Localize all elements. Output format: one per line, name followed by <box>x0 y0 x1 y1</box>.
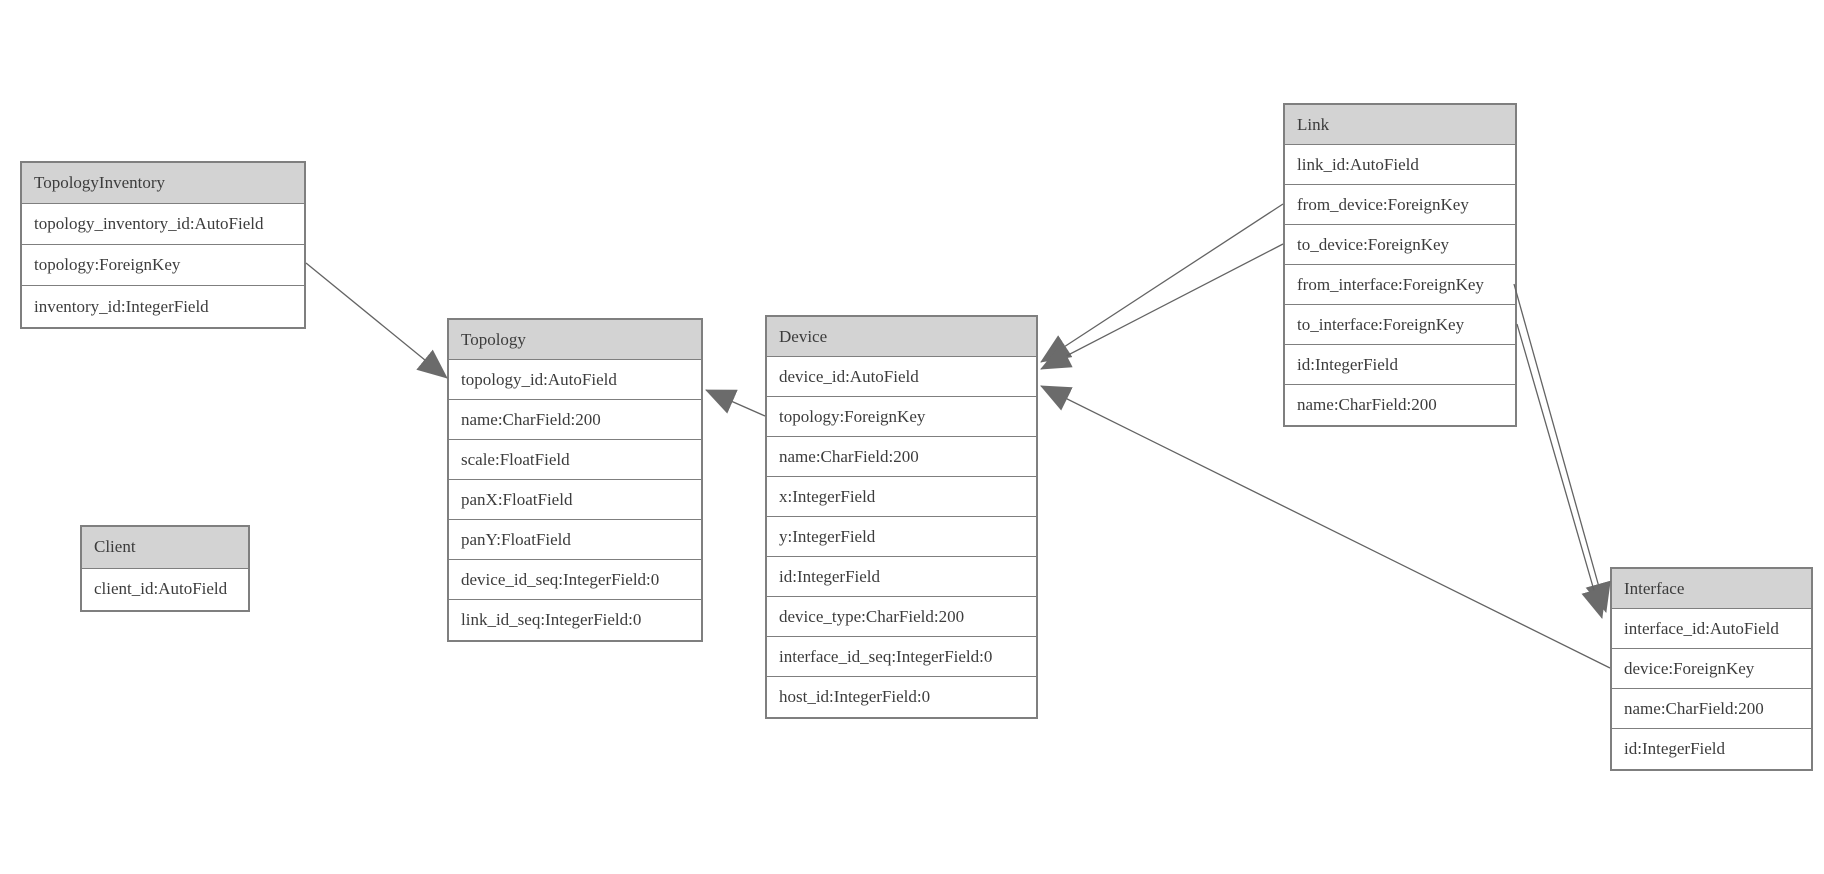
field-row: to_device:ForeignKey <box>1285 225 1515 265</box>
relationship-Link.to_interface-to-Interface <box>1516 323 1607 619</box>
relationship-Link.to_device-to-Device <box>1040 243 1284 370</box>
entity-title: Client <box>82 527 248 569</box>
field-row: name:CharField:200 <box>767 437 1036 477</box>
field-row: device_type:CharField:200 <box>767 597 1036 637</box>
field-row: interface_id:AutoField <box>1612 609 1811 649</box>
field-row: x:IntegerField <box>767 477 1036 517</box>
relationship-Interface.device-to-Device <box>1040 385 1611 669</box>
field-row: device_id:AutoField <box>767 357 1036 397</box>
field-row: topology_id:AutoField <box>449 360 701 400</box>
field-row: to_interface:ForeignKey <box>1285 305 1515 345</box>
entity-title: TopologyInventory <box>22 163 304 204</box>
relationship-Link.from_interface-to-Interface <box>1513 283 1611 613</box>
field-row: panX:FloatField <box>449 480 701 520</box>
field-row: scale:FloatField <box>449 440 701 480</box>
field-row: device:ForeignKey <box>1612 649 1811 689</box>
entity-title: Link <box>1285 105 1515 145</box>
field-row: panY:FloatField <box>449 520 701 560</box>
field-row: host_id:IntegerField:0 <box>767 677 1036 717</box>
field-row: link_id_seq:IntegerField:0 <box>449 600 701 640</box>
field-row: from_interface:ForeignKey <box>1285 265 1515 305</box>
field-row: topology:ForeignKey <box>22 245 304 286</box>
field-row: name:CharField:200 <box>1285 385 1515 425</box>
entity-title: Topology <box>449 320 701 360</box>
field-row: from_device:ForeignKey <box>1285 185 1515 225</box>
field-row: y:IntegerField <box>767 517 1036 557</box>
field-row: device_id_seq:IntegerField:0 <box>449 560 701 600</box>
field-row: id:IntegerField <box>1285 345 1515 385</box>
relationship-TopologyInventory.topology-to-Topology <box>305 262 448 379</box>
field-row: name:CharField:200 <box>449 400 701 440</box>
field-row: id:IntegerField <box>767 557 1036 597</box>
field-row: link_id:AutoField <box>1285 145 1515 185</box>
field-row: inventory_id:IntegerField <box>22 286 304 327</box>
field-row: interface_id_seq:IntegerField:0 <box>767 637 1036 677</box>
field-row: client_id:AutoField <box>82 568 248 610</box>
field-row: topology_inventory_id:AutoField <box>22 204 304 245</box>
relationship-Link.from_device-to-Device <box>1040 203 1284 363</box>
entity-title: Interface <box>1612 569 1811 609</box>
field-row: id:IntegerField <box>1612 729 1811 769</box>
field-row: topology:ForeignKey <box>767 397 1036 437</box>
entity-title: Device <box>767 317 1036 357</box>
field-row: name:CharField:200 <box>1612 689 1811 729</box>
relationship-Device.topology-to-Topology <box>705 389 766 417</box>
